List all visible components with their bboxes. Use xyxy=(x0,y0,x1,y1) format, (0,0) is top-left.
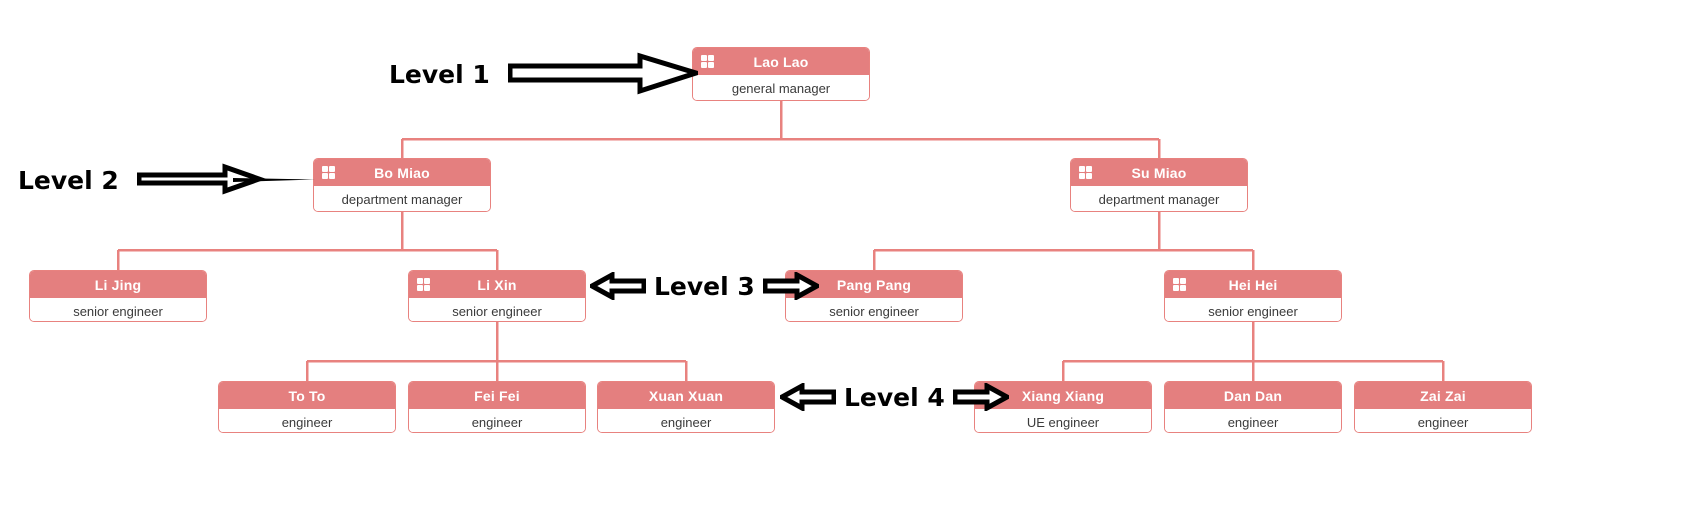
node-title: senior engineer xyxy=(829,304,919,319)
node-title: senior engineer xyxy=(1208,304,1298,319)
node-name: To To xyxy=(288,387,326,404)
node-body: engineer xyxy=(598,409,774,432)
node-title: engineer xyxy=(660,415,712,430)
grid-2x2-icon[interactable] xyxy=(322,166,335,179)
org-node-fei-fei[interactable]: Fei Fei engineer xyxy=(408,381,586,433)
node-title: senior engineer xyxy=(452,304,542,319)
arrow-right-icon xyxy=(507,52,698,95)
node-header: Li Xin xyxy=(409,271,585,298)
node-header: Hei Hei xyxy=(1165,271,1341,298)
org-node-to-to[interactable]: To To engineer xyxy=(218,381,396,433)
node-title: department manager xyxy=(1098,192,1220,207)
node-title: engineer xyxy=(1417,415,1469,430)
node-title: general manager xyxy=(731,81,831,96)
arrow-right-icon xyxy=(952,383,1009,411)
node-header: Lao Lao xyxy=(693,48,869,75)
node-title: department manager xyxy=(341,192,463,207)
node-body: engineer xyxy=(409,409,585,432)
node-header: Fei Fei xyxy=(409,382,585,409)
org-node-dan-dan[interactable]: Dan Dan engineer xyxy=(1164,381,1342,433)
node-body: department manager xyxy=(1071,186,1247,211)
node-name: Xuan Xuan xyxy=(648,387,724,404)
node-name: Dan Dan xyxy=(1223,387,1283,404)
node-body: senior engineer xyxy=(786,298,962,321)
annotation-level-2: Level 2 xyxy=(18,163,319,197)
arrow-right-icon xyxy=(136,163,315,195)
annotation-level-4: Level 4 xyxy=(780,383,1009,411)
node-body: UE engineer xyxy=(975,409,1151,432)
node-name: Zai Zai xyxy=(1420,387,1466,404)
node-body: engineer xyxy=(1165,409,1341,432)
org-node-li-jing[interactable]: Li Jing senior engineer xyxy=(29,270,207,322)
org-node-pang-pang[interactable]: Pang Pang senior engineer xyxy=(785,270,963,322)
annotation-label: Level 3 xyxy=(654,271,755,301)
org-node-lao-lao[interactable]: Lao Lao general manager xyxy=(692,47,870,101)
node-body: engineer xyxy=(219,409,395,432)
node-name: Su Miao xyxy=(1131,164,1187,181)
annotation-label: Level 4 xyxy=(844,382,945,412)
node-body: engineer xyxy=(1355,409,1531,432)
node-title: engineer xyxy=(1227,415,1279,430)
annotation-level-1: Level 1 xyxy=(389,52,698,96)
org-node-xiang-xiang[interactable]: Xiang Xiang UE engineer xyxy=(974,381,1152,433)
node-header: Li Jing xyxy=(30,271,206,298)
annotation-label: Level 1 xyxy=(389,59,490,89)
node-header: Zai Zai xyxy=(1355,382,1531,409)
node-title: UE engineer xyxy=(1026,415,1100,430)
node-name: Li Jing xyxy=(94,276,142,293)
grid-2x2-icon[interactable] xyxy=(1079,166,1092,179)
org-node-xuan-xuan[interactable]: Xuan Xuan engineer xyxy=(597,381,775,433)
node-name: Xiang Xiang xyxy=(1021,387,1105,404)
grid-2x2-icon[interactable] xyxy=(701,55,714,68)
node-body: senior engineer xyxy=(1165,298,1341,321)
node-title: senior engineer xyxy=(73,304,163,319)
annotation-level-3: Level 3 xyxy=(590,272,819,300)
node-body: general manager xyxy=(693,75,869,100)
node-title: engineer xyxy=(281,415,333,430)
node-body: senior engineer xyxy=(30,298,206,321)
arrow-left-icon xyxy=(590,272,646,300)
node-name: Lao Lao xyxy=(753,53,809,70)
org-node-li-xin[interactable]: Li Xin senior engineer xyxy=(408,270,586,322)
node-body: department manager xyxy=(314,186,490,211)
node-name: Bo Miao xyxy=(374,164,430,181)
grid-2x2-icon[interactable] xyxy=(1173,278,1186,291)
node-header: Xuan Xuan xyxy=(598,382,774,409)
node-header: To To xyxy=(219,382,395,409)
org-node-hei-hei[interactable]: Hei Hei senior engineer xyxy=(1164,270,1342,322)
arrow-left-icon xyxy=(780,383,836,411)
node-name: Pang Pang xyxy=(836,276,912,293)
org-node-su-miao[interactable]: Su Miao department manager xyxy=(1070,158,1248,212)
org-node-zai-zai[interactable]: Zai Zai engineer xyxy=(1354,381,1532,433)
node-title: engineer xyxy=(471,415,523,430)
annotation-label: Level 2 xyxy=(18,165,119,195)
grid-2x2-icon[interactable] xyxy=(417,278,430,291)
node-body: senior engineer xyxy=(409,298,585,321)
org-node-bo-miao[interactable]: Bo Miao department manager xyxy=(313,158,491,212)
node-name: Li Xin xyxy=(477,276,517,293)
node-header: Su Miao xyxy=(1071,159,1247,186)
node-header: Dan Dan xyxy=(1165,382,1341,409)
node-name: Fei Fei xyxy=(474,387,520,404)
arrow-right-icon xyxy=(762,272,819,300)
node-name: Hei Hei xyxy=(1228,276,1278,293)
node-header: Bo Miao xyxy=(314,159,490,186)
